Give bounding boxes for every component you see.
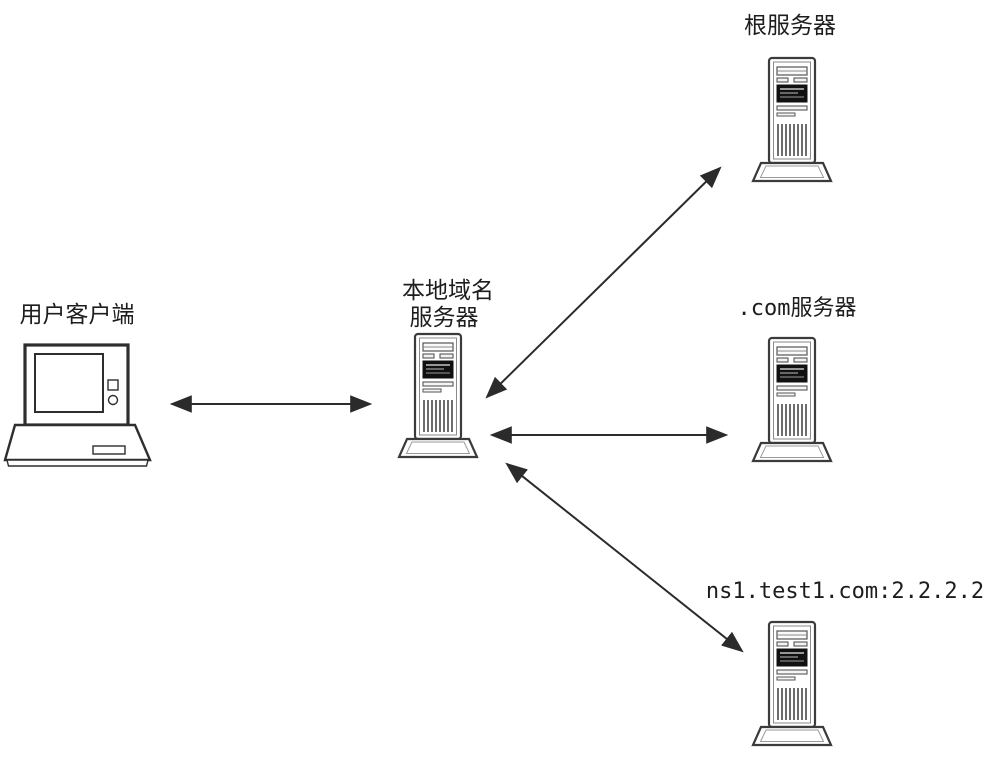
local-dns-server-icon bbox=[397, 332, 479, 459]
root-server-icon bbox=[751, 56, 833, 183]
root-server-label: 根服务器 bbox=[744, 13, 836, 38]
com-server-icon bbox=[751, 336, 833, 463]
com-server-label: .com服务器 bbox=[738, 296, 857, 321]
arrow-localdns-ns1 bbox=[505, 462, 744, 653]
client-label: 用户客户端 bbox=[20, 302, 135, 327]
connections bbox=[169, 166, 744, 653]
ns1-server-icon bbox=[751, 620, 833, 747]
local-dns-label-line2: 服务器 bbox=[410, 305, 479, 330]
local-dns-label-line1: 本地域名 bbox=[402, 278, 494, 303]
ns1-server-label: ns1.test1.com:2.2.2.2 bbox=[706, 579, 984, 604]
client-laptop-icon bbox=[3, 343, 152, 468]
arrow-localdns-root bbox=[485, 166, 722, 399]
